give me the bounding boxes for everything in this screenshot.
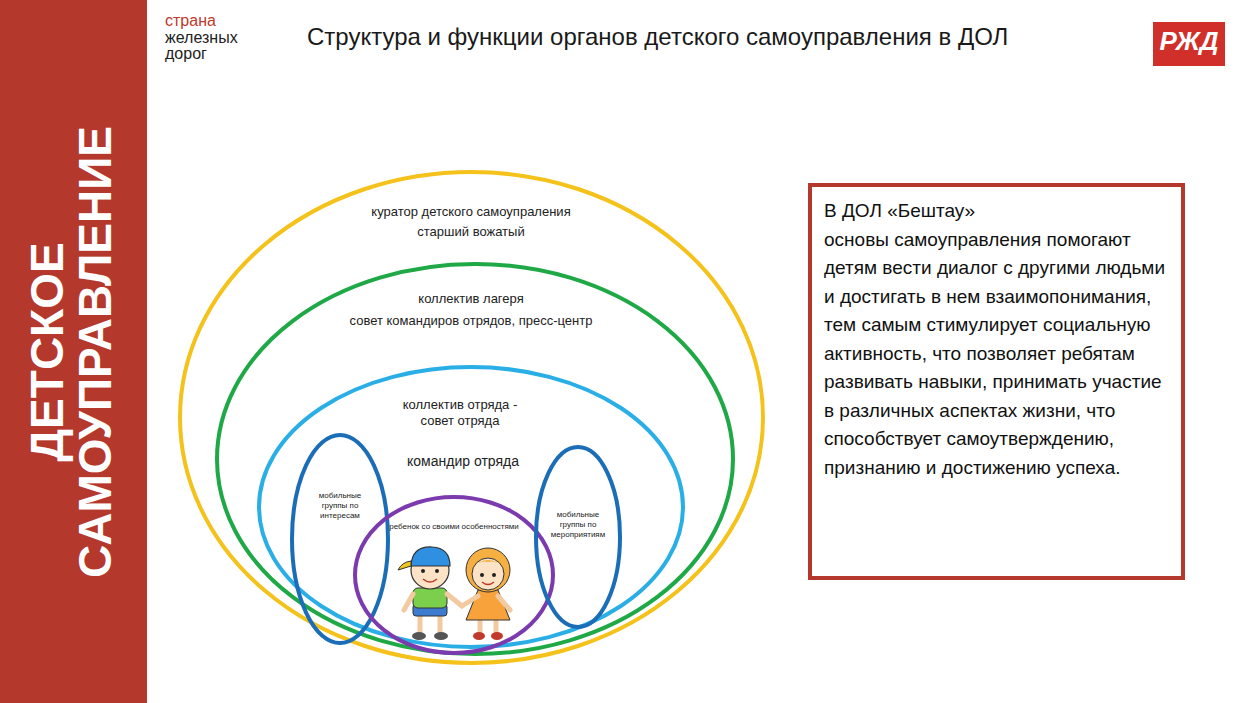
interest-groups-ellipse: мобильные группы по интересам — [290, 433, 390, 645]
ellipse-text: мобильные группы по мероприятиям — [547, 510, 609, 540]
ellipse-outline — [353, 495, 555, 655]
camp-ellipse: мобильные группы по интересам ребенок со … — [215, 262, 735, 656]
ellipse-text: ребенок со своими особенностями — [379, 522, 529, 532]
info-box: В ДОЛ «Бештау»основы самоуправления помо… — [808, 183, 1185, 580]
ellipse-outline — [290, 433, 390, 645]
ellipse-text: мобильные группы по интересам — [311, 491, 369, 521]
ellipse-text: коллектив отряда - совет отряда — [385, 397, 535, 430]
logo-plate — [1153, 22, 1225, 66]
logo-text: страна — [165, 13, 216, 29]
logo-mark: РЖД — [1153, 28, 1225, 54]
ellipse-line — [180, 172, 763, 663]
side-heading: ДЕТСКОЕ САМОУПРАВЛЕНИЕ — [23, 57, 123, 647]
ellipse-text: совет командиров отрядов, пресс-центр — [321, 313, 621, 329]
ellipse-line — [292, 435, 388, 643]
side-bar — [0, 0, 147, 703]
curator-ellipse: мобильные группы по интересам ребенок со … — [178, 170, 765, 665]
ellipse-text: коллектив лагеря — [371, 291, 571, 307]
ellipse-text: командир отряда — [378, 453, 548, 471]
ellipse-line — [217, 264, 733, 654]
squad-ellipse: мобильные группы по интересам ребенок со … — [257, 365, 685, 649]
page-title: Структура и функции органов детского сам… — [307, 23, 1008, 51]
ellipse-text: старший вожатый — [371, 224, 571, 240]
event-groups-ellipse: мобильные группы по мероприятиям — [534, 445, 622, 629]
ellipse-line — [259, 367, 683, 647]
child-ellipse: ребенок со своими особенностями — [353, 495, 555, 655]
box-heading: В ДОЛ «Бештау» — [824, 197, 1169, 226]
children-illustration — [398, 547, 510, 640]
ellipse-text: куратор детского самоупраления — [341, 204, 601, 220]
logo-text: дорог — [165, 46, 207, 62]
logo-text: железных — [165, 30, 238, 46]
box-body: основы самоуправления помогают детям вес… — [824, 226, 1169, 483]
ellipse-line — [355, 497, 553, 653]
ellipse-line — [536, 447, 620, 627]
